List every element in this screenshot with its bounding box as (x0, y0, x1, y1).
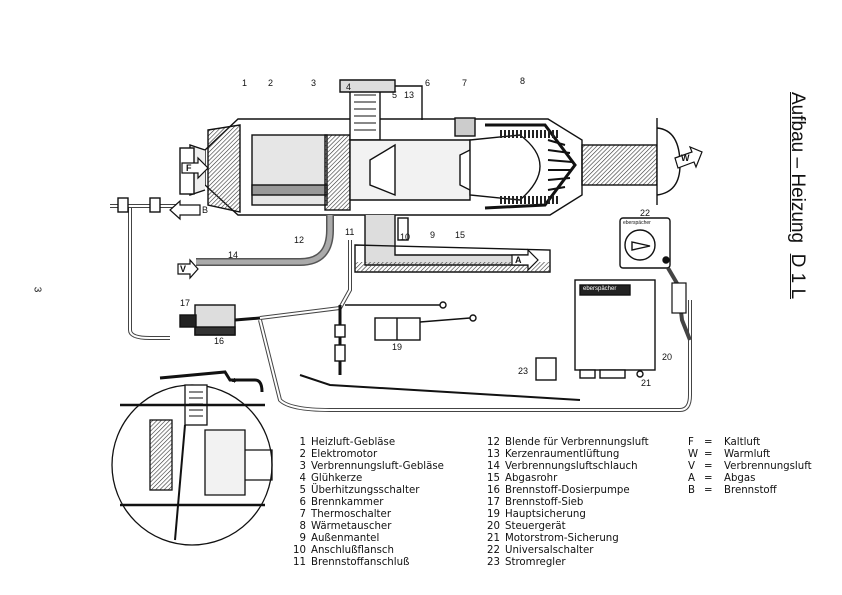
callout-12: 12 (294, 235, 305, 245)
flow-arrows (169, 145, 703, 280)
abbreviation-item: F=Kaltluft (688, 437, 761, 448)
title-model: D 1 L (787, 253, 808, 300)
callout-7: 7 (462, 78, 468, 88)
callout-19: 19 (392, 342, 403, 352)
callout-13: 13 (404, 90, 415, 100)
title-main: Aufbau – Heizung (787, 92, 808, 244)
abbreviation-item: A=Abgas (688, 473, 756, 484)
callout-16: 16 (214, 336, 225, 346)
detail-inset (111, 370, 273, 546)
callout-a: A (515, 255, 522, 265)
callout-w: W (681, 153, 690, 163)
arrow-w (674, 145, 703, 169)
callout-10: 10 (400, 232, 411, 242)
callout-inset-4: 4 (232, 378, 236, 385)
callout-5: 5 (392, 90, 398, 100)
arrow-a (511, 248, 539, 272)
callout-11: 11 (345, 227, 355, 237)
callout-14: 14 (228, 250, 239, 260)
callout-15: 15 (455, 230, 466, 240)
callout-9: 9 (430, 230, 436, 240)
callout-b: B (202, 205, 209, 215)
abbreviation-item: W=Warmluft (688, 449, 771, 460)
callout-20: 20 (662, 352, 673, 362)
abbreviation-item: B=Brennstoff (688, 485, 777, 496)
page-title: Aufbau – Heizung D 1 L (786, 92, 808, 299)
callout-v: V (180, 264, 187, 274)
page-number: 3 (31, 286, 43, 293)
arrow-f (181, 156, 209, 180)
callout-22: 22 (640, 208, 651, 218)
heater-housing (110, 79, 692, 412)
abbreviation-item: V=Verbrennungsluft (688, 461, 812, 472)
callout-6: 6 (425, 78, 431, 88)
callout-21: 21 (641, 378, 652, 388)
callout-1: 1 (242, 78, 248, 88)
callout-8: 8 (520, 76, 526, 86)
callout-23: 23 (518, 366, 529, 376)
callout-f: F (186, 163, 192, 173)
callout-3: 3 (311, 78, 317, 88)
callout-2: 2 (268, 78, 274, 88)
arrow-v (177, 258, 199, 280)
arrow-b (169, 199, 201, 221)
switch-brand: eberspächer (623, 220, 651, 226)
callout-17: 17 (180, 298, 191, 308)
control-unit-brand: eberspächer (583, 286, 617, 292)
callout-4: 4 (346, 82, 352, 92)
abbreviation-legend: F=Kaltluft W=Warmluft V=Verbrennungsluft… (688, 437, 812, 497)
